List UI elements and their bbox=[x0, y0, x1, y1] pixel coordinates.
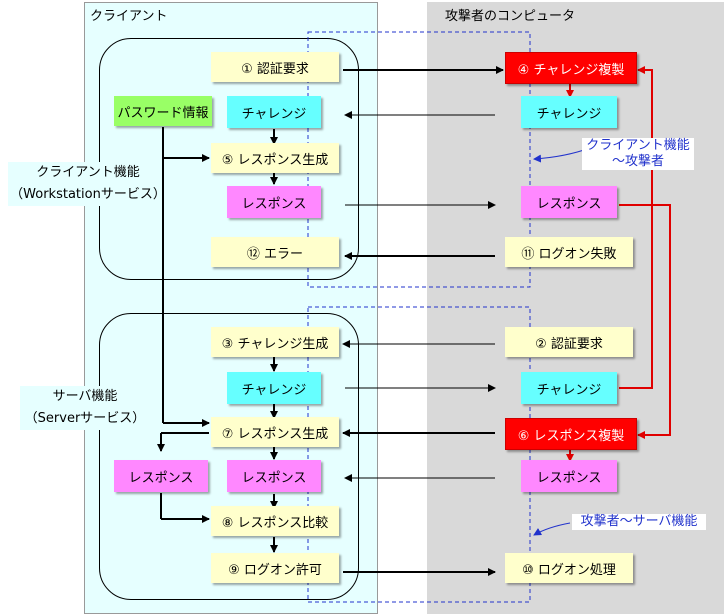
challenge-copy-box: ④ チャレンジ複製 bbox=[505, 52, 637, 84]
attacker-response-box: レスポンス bbox=[521, 186, 617, 218]
password-info-box: パスワード情報 bbox=[114, 96, 212, 126]
attacker-response-box-2: レスポンス bbox=[521, 460, 617, 492]
attacker-challenge-box-2: チャレンジ bbox=[521, 372, 617, 404]
server-function-group bbox=[99, 313, 359, 600]
attacker-to-server-callout: 攻撃者～サーバ機能 bbox=[572, 514, 706, 530]
server-function-name: サーバ機能 bbox=[52, 389, 118, 404]
response-generate-box-7: ⑦ レスポンス生成 bbox=[211, 417, 339, 447]
client-function-group bbox=[99, 38, 359, 280]
server-challenge-box: チャレンジ bbox=[227, 372, 321, 404]
response-generate-box-5: ⑤ レスポンス生成 bbox=[211, 143, 339, 173]
received-response-box: レスポンス bbox=[227, 460, 321, 492]
response-copy-box: ⑥ レスポンス複製 bbox=[505, 418, 637, 450]
callout-line-1: クライアント機能 bbox=[586, 138, 690, 153]
client-to-attacker-callout: クライアント機能 ～攻撃者 bbox=[582, 138, 694, 170]
attacker-challenge-box: チャレンジ bbox=[521, 96, 617, 128]
client-response-box: レスポンス bbox=[227, 186, 321, 218]
expected-response-box: レスポンス bbox=[114, 460, 208, 492]
callout-line-2: ～攻撃者 bbox=[611, 154, 664, 169]
client-challenge-box: チャレンジ bbox=[227, 96, 321, 128]
server-function-service: （Serverサービス） bbox=[24, 411, 146, 426]
logon-allow-box: ⑨ ログオン許可 bbox=[211, 553, 339, 583]
client-function-label: クライアント機能 （Workstationサービス） bbox=[8, 162, 168, 206]
server-function-label: サーバ機能 （Serverサービス） bbox=[20, 386, 150, 430]
client-zone-title: クライアント bbox=[90, 9, 168, 24]
error-box: ⑫ エラー bbox=[211, 237, 339, 267]
client-function-service: （Workstationサービス） bbox=[10, 187, 166, 202]
auth-request-box: ① 認証要求 bbox=[211, 52, 339, 82]
response-compare-box: ⑧ レスポンス比較 bbox=[211, 506, 339, 536]
challenge-generate-box: ③ チャレンジ生成 bbox=[211, 327, 339, 357]
attacker-auth-request-box: ② 認証要求 bbox=[505, 327, 633, 357]
logon-process-box: ⑩ ログオン処理 bbox=[505, 553, 633, 583]
attacker-zone-title: 攻撃者のコンピュータ bbox=[445, 9, 576, 24]
client-function-name: クライアント機能 bbox=[36, 165, 140, 180]
logon-fail-box: ⑪ ログオン失敗 bbox=[505, 237, 633, 267]
